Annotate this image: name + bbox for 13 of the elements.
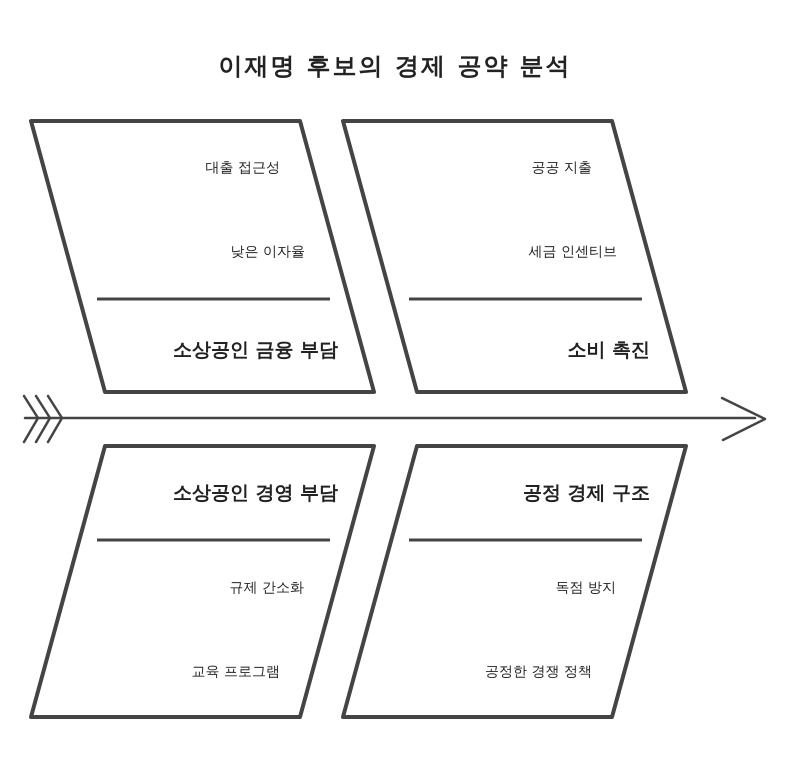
cause-label: 대출 접근성	[206, 159, 280, 178]
category-heading: 공정 경제 구조	[522, 483, 650, 503]
category-heading: 소비 촉진	[567, 340, 650, 360]
cause-label: 세금 인센티브	[528, 243, 617, 262]
cause-label: 낮은 이자율	[230, 243, 305, 262]
cause-label: 공정한 경쟁 정책	[485, 663, 592, 682]
cause-label: 공공 지출	[532, 159, 592, 178]
category-heading: 소상공인 경영 부담	[172, 483, 338, 503]
title: 이재명 후보의 경제 공약 분석	[217, 50, 573, 82]
cause-label: 교육 프로그램	[192, 663, 280, 682]
cause-label: 독점 방지	[556, 579, 616, 598]
category-heading: 소상공인 금융 부담	[172, 340, 338, 360]
cause-label: 규제 간소화	[230, 579, 304, 598]
